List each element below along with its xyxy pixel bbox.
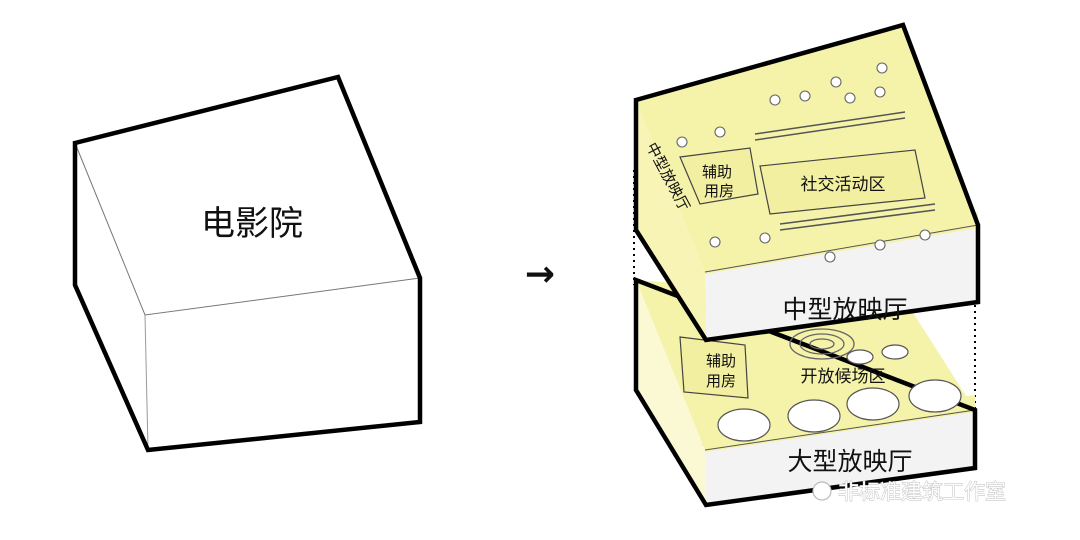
- cinema-box-outline: [72, 74, 423, 453]
- seat-cluster: [714, 126, 726, 138]
- spiral-ring-inner: [809, 338, 835, 350]
- upper-floor-outline: [633, 22, 981, 343]
- lower-floor-label: 大型放映厅: [787, 447, 912, 476]
- lower-zone-label: 开放候场区: [801, 367, 886, 387]
- lower-floor-front-face: [705, 410, 975, 505]
- upper-floor-label: 中型放映厅: [782, 295, 907, 324]
- seat-cluster: [759, 232, 771, 244]
- stacked-cinema: 辅助 用房 开放候场区 大型放映厅: [633, 22, 1006, 508]
- round-tables: [717, 344, 962, 442]
- spiral-stair-symbol: [789, 328, 855, 360]
- seat-cluster: [709, 236, 721, 248]
- upper-aux-room-line2: 用房: [704, 182, 734, 200]
- round-table: [846, 387, 900, 421]
- lower-floor-edge: [704, 409, 976, 451]
- seat-cluster: [874, 239, 886, 251]
- cinema-box-inner-vertical: [144, 314, 149, 451]
- bench-row: [779, 203, 936, 225]
- upper-aux-room: [679, 147, 759, 205]
- transform-arrow: →: [525, 254, 555, 295]
- upper-zone-label: 社交活动区: [801, 175, 886, 195]
- upper-floor-top-face: [636, 25, 978, 272]
- spiral-ring-middle: [799, 333, 845, 355]
- bench-rows: [754, 111, 936, 231]
- watermark: 非标准建筑工作室: [812, 480, 1006, 504]
- bench-row: [754, 111, 906, 135]
- cinema-box-front-face: [145, 278, 420, 450]
- bench-row: [779, 209, 936, 231]
- upper-aux-room-line1: 辅助: [702, 163, 732, 181]
- cinema-box-left-face: [75, 143, 148, 450]
- wechat-icon: [812, 481, 832, 501]
- round-table: [908, 379, 962, 413]
- seat-cluster: [876, 62, 888, 74]
- small-table: [881, 344, 909, 360]
- upper-floor-yellow-band: [705, 212, 978, 274]
- lower-floor-left-face: [636, 280, 706, 505]
- bench-row: [754, 117, 906, 141]
- round-table: [787, 399, 841, 433]
- lower-floor-yellow-band: [705, 395, 975, 452]
- cinema-box: 电影院: [72, 74, 423, 453]
- lower-aux-room-line2: 用房: [706, 372, 736, 390]
- spiral-ring-outer: [789, 328, 855, 360]
- lounge-seating: [676, 62, 931, 263]
- seat-cluster: [844, 92, 856, 104]
- social-zone-box: [759, 149, 926, 215]
- lower-aux-room-line1: 辅助: [706, 352, 736, 370]
- cinema-box-label: 电影院: [201, 204, 303, 244]
- seat-cluster: [919, 229, 931, 241]
- lower-aux-room: [679, 336, 749, 399]
- seat-cluster: [830, 76, 842, 88]
- round-table: [717, 408, 771, 442]
- seat-cluster: [799, 90, 811, 102]
- upper-floor: 中型放映厅 辅助 用房 社交活动区: [633, 22, 981, 343]
- upper-floor-left-face: [636, 100, 706, 340]
- cinema-box-top-face: [75, 77, 420, 315]
- small-table: [846, 349, 874, 365]
- seat-cluster: [874, 86, 886, 98]
- seat-cluster: [824, 251, 836, 263]
- seat-cluster: [769, 94, 781, 106]
- seat-cluster: [676, 136, 688, 148]
- watermark-text: 非标准建筑工作室: [838, 480, 1006, 504]
- upper-floor-edge: [704, 224, 979, 273]
